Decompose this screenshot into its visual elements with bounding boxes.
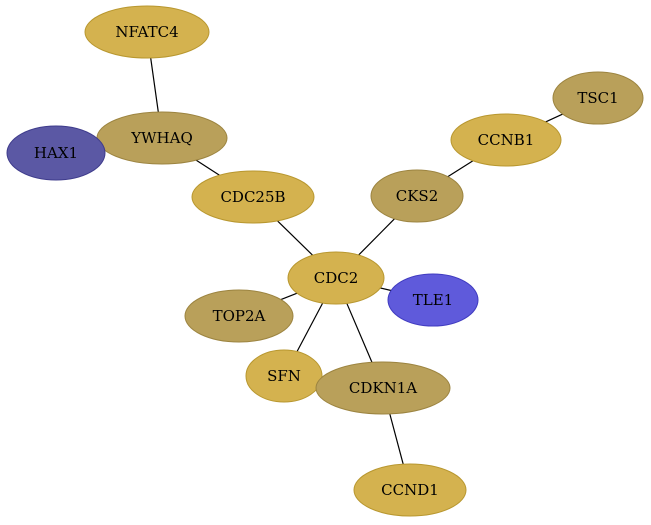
node-cdc25b[interactable]: CDC25B xyxy=(191,170,315,224)
node-label-tle1: TLE1 xyxy=(413,291,453,309)
node-label-ccnb1: CCNB1 xyxy=(478,131,535,149)
node-shape-cdc2 xyxy=(287,251,385,305)
node-shape-tsc1 xyxy=(552,71,644,125)
node-label-nfatc4: NFATC4 xyxy=(115,23,178,41)
edge-ywhaq-cdc25b xyxy=(195,159,220,176)
node-tle1[interactable]: TLE1 xyxy=(387,273,479,327)
node-cdkn1a[interactable]: CDKN1A xyxy=(315,361,451,415)
edge-nfatc4-ywhaq xyxy=(150,57,159,113)
node-shape-cks2 xyxy=(370,169,464,223)
node-shape-ccnd1 xyxy=(353,463,467,517)
node-label-top2a: TOP2A xyxy=(213,307,266,325)
node-tsc1[interactable]: TSC1 xyxy=(552,71,644,125)
edge-cdc2-cdkn1a xyxy=(346,303,373,363)
edge-cdc2-tle1 xyxy=(380,287,392,292)
edge-cdc25b-cdc2 xyxy=(276,220,314,256)
node-shape-tle1 xyxy=(387,273,479,327)
edge-cdc2-sfn xyxy=(296,302,324,352)
node-shape-nfatc4 xyxy=(84,5,210,59)
node-label-tsc1: TSC1 xyxy=(577,89,618,107)
node-shape-cdkn1a xyxy=(315,361,451,415)
edge-cdkn1a-ccnd1 xyxy=(389,413,404,465)
node-ywhaq[interactable]: YWHAQ xyxy=(96,111,228,165)
edge-layer xyxy=(100,57,563,465)
node-shape-hax1 xyxy=(6,125,106,181)
node-cks2[interactable]: CKS2 xyxy=(370,169,464,223)
node-nfatc4[interactable]: NFATC4 xyxy=(84,5,210,59)
node-ccnb1[interactable]: CCNB1 xyxy=(450,113,562,167)
edge-cks2-cdc2 xyxy=(358,218,396,256)
node-sfn[interactable]: SFN xyxy=(245,349,323,403)
edge-cdc2-top2a xyxy=(280,292,298,301)
node-shape-top2a xyxy=(184,289,294,343)
edge-tsc1-ccnb1 xyxy=(545,113,563,123)
node-label-cdc2: CDC2 xyxy=(314,269,359,287)
node-label-cdc25b: CDC25B xyxy=(220,188,285,206)
node-ccnd1[interactable]: CCND1 xyxy=(353,463,467,517)
node-top2a[interactable]: TOP2A xyxy=(184,289,294,343)
node-label-hax1: HAX1 xyxy=(34,144,78,162)
node-shape-ccnb1 xyxy=(450,113,562,167)
node-label-sfn: SFN xyxy=(267,367,301,385)
node-hax1[interactable]: HAX1 xyxy=(6,125,106,181)
edge-ccnb1-cks2 xyxy=(447,160,474,178)
node-label-cks2: CKS2 xyxy=(396,187,439,205)
node-shape-cdc25b xyxy=(191,170,315,224)
node-label-ccnd1: CCND1 xyxy=(381,481,439,499)
node-shape-sfn xyxy=(245,349,323,403)
node-cdc2[interactable]: CDC2 xyxy=(287,251,385,305)
node-label-cdkn1a: CDKN1A xyxy=(349,379,417,397)
node-label-ywhaq: YWHAQ xyxy=(130,129,193,147)
